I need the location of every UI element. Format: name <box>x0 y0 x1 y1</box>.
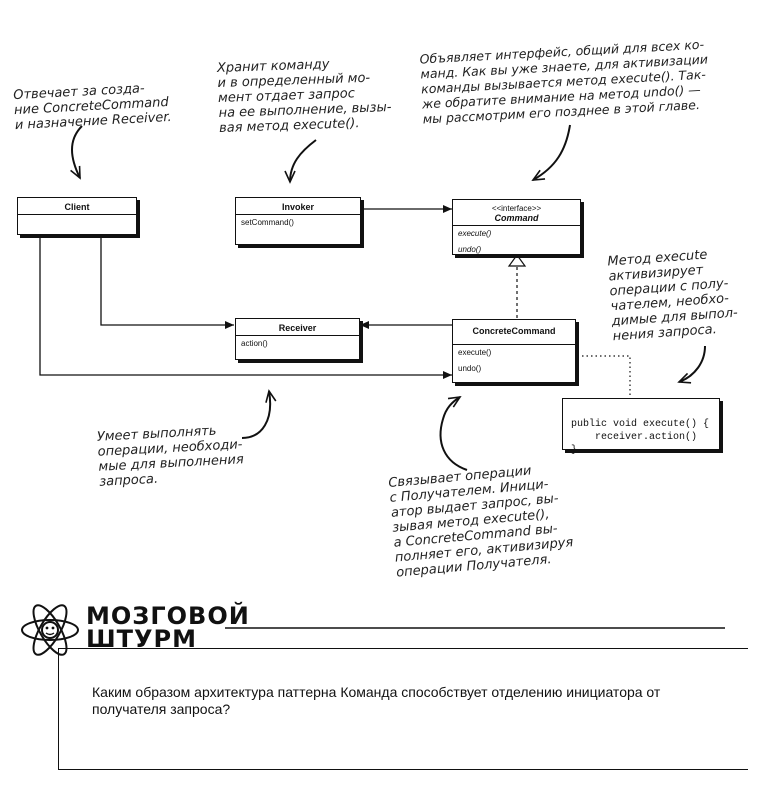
invoker-class: Invoker setCommand() <box>235 197 361 245</box>
brainstorm-question: Каким образом архитектура паттерна Коман… <box>92 684 661 717</box>
execute-note: Метод execute активизирует операции с по… <box>607 247 739 345</box>
realization-triangle <box>507 253 527 267</box>
brainstorm-box <box>58 648 748 770</box>
receiver-class-name: Receiver <box>236 319 359 336</box>
command-note-arrow <box>531 124 571 181</box>
client-to-receiver-arrow <box>100 235 234 329</box>
code-line-3: } <box>571 445 578 456</box>
client-to-concrete-arrow <box>39 235 452 379</box>
command-interface-name: Command <box>494 213 539 223</box>
brainstorm-title-line2: ШТУРМ <box>86 625 197 653</box>
execute-code-box: public void execute() { receiver.action(… <box>562 398 720 456</box>
receiver-note-arrow <box>241 389 277 439</box>
command-interface: <<interface>> Command execute() undo() <box>452 199 581 255</box>
atom-icon <box>21 604 79 656</box>
command-op-undo: undo() <box>458 245 482 254</box>
client-note-arrow <box>70 125 83 180</box>
command-op-execute: execute() <box>458 229 492 238</box>
invoker-class-name: Invoker <box>236 198 360 215</box>
command-stereotype: <<interface>> <box>491 204 542 213</box>
client-class-name: Client <box>18 198 136 215</box>
concrete-note: Связывает операции с Получателем. Иници-… <box>387 463 574 581</box>
concrete-op-undo: undo() <box>458 364 482 373</box>
brainstorm-underline <box>225 627 725 629</box>
concrete-op-execute: execute() <box>458 348 492 357</box>
concrete-command-class: ConcreteCommand execute() undo() <box>452 319 576 383</box>
invoker-note: Хранит команду и в определенный мо- мент… <box>216 57 392 136</box>
brainstorm-title: МОЗГОВОЙ ШТУРМ <box>86 602 250 653</box>
code-line-1: public void execute() { <box>571 419 710 430</box>
concrete-note-arrow <box>439 395 468 471</box>
invoker-op-setcommand: setCommand() <box>241 218 294 227</box>
receiver-note: Умеет выполнять операции, необходи- мые … <box>96 423 245 490</box>
code-line-2: receiver.action() <box>571 432 698 443</box>
receiver-class: Receiver action() <box>235 318 360 360</box>
client-note: Отвечает за созда- ние ConcreteCommand и… <box>12 81 173 134</box>
client-class: Client <box>17 197 137 235</box>
concrete-command-name: ConcreteCommand <box>453 320 575 345</box>
brainstorm-title-line1: МОЗГОВОЙ <box>86 602 250 630</box>
invoker-note-arrow <box>284 139 317 184</box>
receiver-op-action: action() <box>241 339 268 348</box>
command-note: Объявляет интерфейс, общий для всех ко- … <box>419 36 709 127</box>
execute-note-arrow <box>677 345 706 384</box>
